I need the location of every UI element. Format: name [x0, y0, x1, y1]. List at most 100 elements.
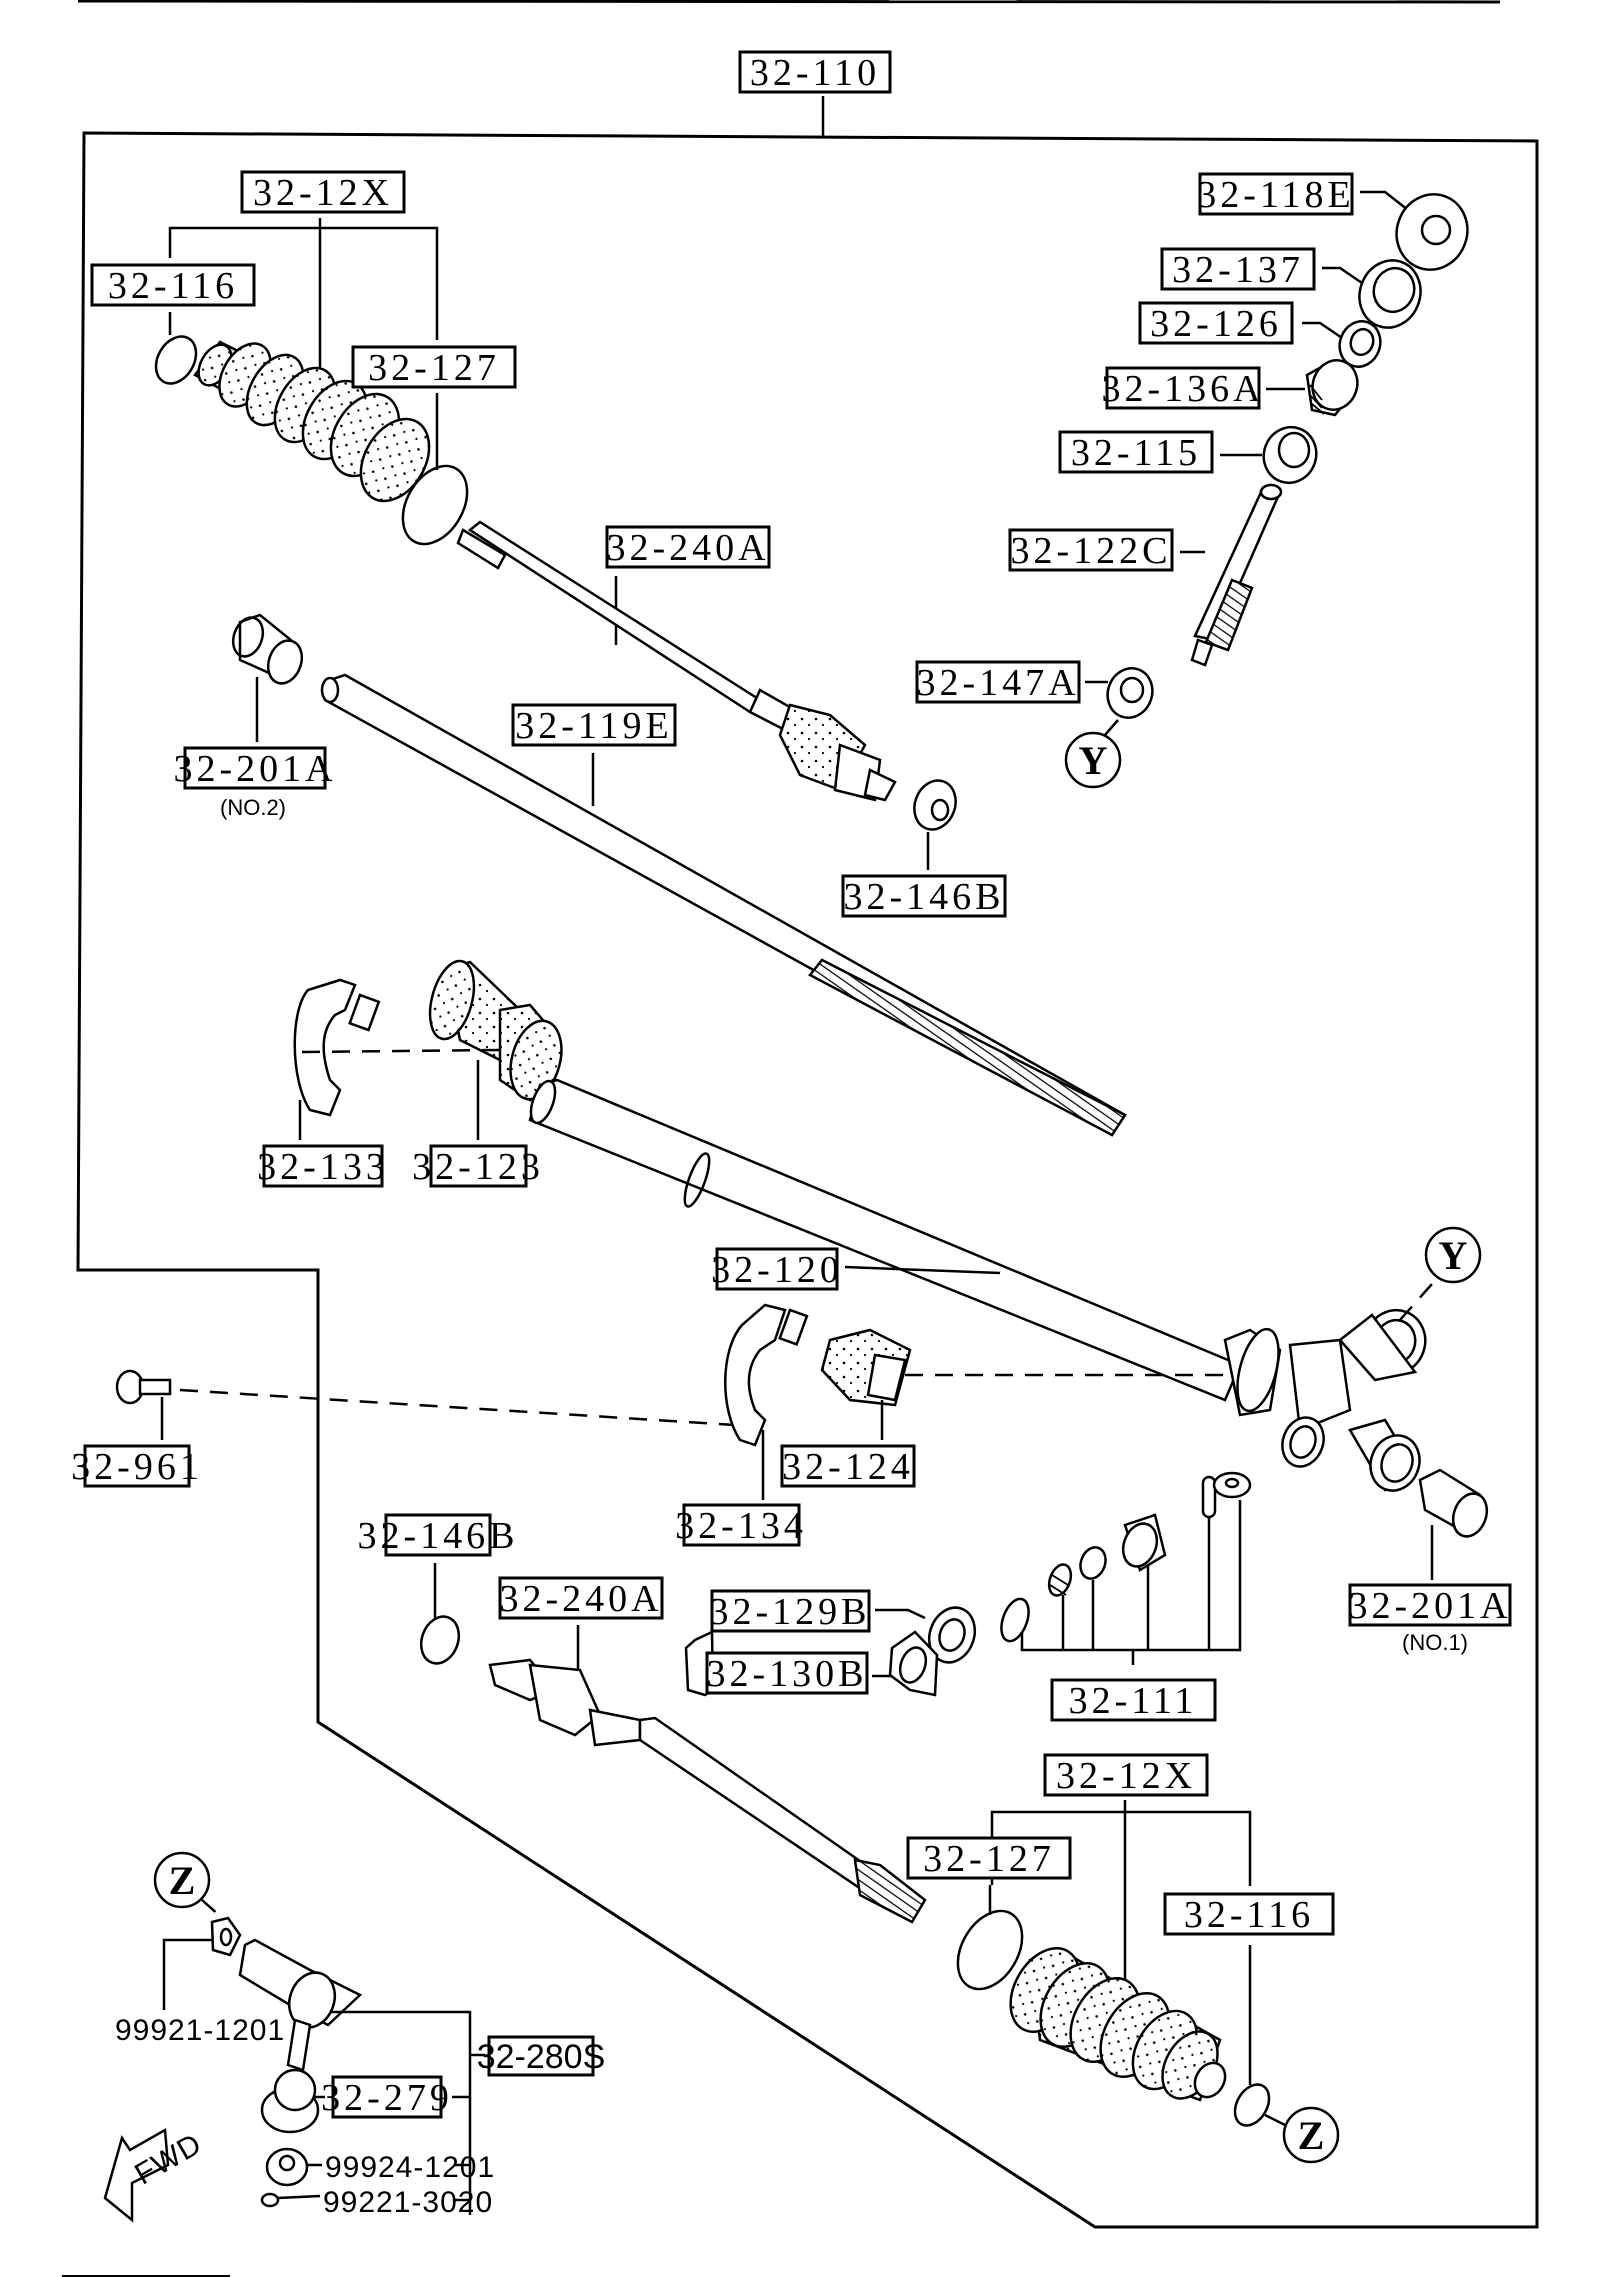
svg-text:32-127: 32-127 [923, 1838, 1055, 1880]
part-label-32-116-lower[interactable]: 32-116 [1163, 1892, 1335, 1936]
dust-seal-shape [1395, 193, 1469, 271]
part-label-32-119E[interactable]: 32-119E [511, 703, 677, 747]
part-label-32-126[interactable]: 32-126 [1138, 301, 1294, 345]
svg-text:32-115: 32-115 [1071, 432, 1201, 474]
part-label-32-280S[interactable]: 32-280S [477, 2035, 606, 2077]
part-label-32-147A[interactable]: 32-147A [915, 660, 1081, 704]
svg-text:32-146B: 32-146B [844, 876, 1005, 918]
dust-boot-shape [260, 2068, 320, 2134]
part-label-32-123[interactable]: 32-123 [412, 1144, 544, 1188]
part-label-32-240A-lower[interactable]: 32-240A [498, 1576, 664, 1620]
part-label-32-116-upper[interactable]: 32-116 [90, 263, 256, 307]
svg-text:32-110: 32-110 [750, 52, 880, 94]
tie-rod-end-shape [238, 1938, 363, 2072]
mount-bracket-left-shape [293, 978, 381, 1117]
alignment-line-bolt [179, 1388, 736, 1427]
svg-text:Y: Y [1079, 738, 1108, 783]
svg-text:32-123: 32-123 [412, 1146, 544, 1188]
pinion-shaft-shape [1190, 483, 1283, 667]
reference-marker-z-left: Z [153, 1851, 211, 1909]
part-label-32-137[interactable]: 32-137 [1160, 247, 1316, 291]
yoke-plug-shape [927, 1606, 977, 1664]
svg-text:32-961: 32-961 [71, 1446, 203, 1488]
bearing-115-shape [1262, 425, 1318, 485]
svg-text:Z: Z [1298, 2113, 1325, 2158]
svg-text:32-129B: 32-129B [710, 1591, 871, 1633]
svg-text:32-240A: 32-240A [499, 1578, 662, 1620]
castle-nut-shape [265, 2147, 309, 2187]
mount-rubber-left-shape [428, 959, 563, 1102]
svg-text:32-120: 32-120 [711, 1249, 843, 1291]
svg-text:32-118E: 32-118E [1197, 174, 1354, 216]
leader-32-118E [1360, 190, 1409, 211]
boot-lower-shape [1009, 1946, 1227, 2102]
part-label-32-118E[interactable]: 32-118E [1197, 172, 1354, 216]
boot-clamp-lower-shape [1233, 2083, 1271, 2127]
part-label-32-240A-upper[interactable]: 32-240A [605, 525, 771, 569]
bracket-32-12X-upper [168, 218, 439, 390]
part-label-32-127-lower[interactable]: 32-127 [906, 1836, 1072, 1880]
part-label-32-129B[interactable]: 32-129B [710, 1589, 871, 1633]
part-label-32-122C[interactable]: 32-122C [1008, 528, 1174, 572]
note-no2: (NO.2) [220, 795, 286, 820]
bracket-32-12X-lower [990, 1800, 1252, 1980]
part-label-32-111[interactable]: 32-111 [1050, 1678, 1217, 1722]
part-label-32-127-upper[interactable]: 32-127 [351, 345, 517, 389]
fwd-direction-arrow: FWD [103, 2127, 208, 2223]
svg-text:32-130B: 32-130B [707, 1653, 868, 1695]
part-label-32-120[interactable]: 32-120 [711, 1247, 843, 1291]
part-label-32-134[interactable]: 32-134 [675, 1503, 807, 1547]
part-label-32-130B[interactable]: 32-130B [705, 1651, 869, 1695]
svg-text:32-122C: 32-122C [1011, 530, 1172, 572]
part-label-32-961[interactable]: 32-961 [71, 1444, 203, 1488]
svg-text:32-240A: 32-240A [606, 527, 769, 569]
yoke-parts-shapes [1000, 1471, 1252, 1643]
part-label-99921-1201[interactable]: 99921-1201 [115, 2014, 285, 2047]
part-label-32-124[interactable]: 32-124 [780, 1444, 916, 1488]
page-top-rule [77, 0, 1501, 4]
adjust-plug-shape [1305, 359, 1359, 417]
svg-text:32-137: 32-137 [1172, 249, 1304, 291]
alignment-line-y [1399, 1274, 1441, 1321]
svg-text:Y: Y [1439, 1233, 1468, 1278]
leader-32-137 [1322, 266, 1366, 287]
bracket-32-111 [1020, 1500, 1242, 1665]
leader-z-right [1264, 2113, 1286, 2127]
part-label-32-146B-lower[interactable]: 32-146B [358, 1513, 519, 1557]
note-no1: (NO.1) [1402, 1630, 1468, 1655]
part-label-32-115[interactable]: 32-115 [1058, 430, 1214, 474]
svg-text:32-119E: 32-119E [515, 705, 672, 747]
svg-text:32-111: 32-111 [1069, 1680, 1198, 1722]
bushing-no2-shape [231, 613, 304, 685]
svg-text:32-201A: 32-201A [1348, 1585, 1511, 1627]
oil-seal-shape [1358, 259, 1422, 329]
mount-rubber-right-shape [820, 1328, 912, 1407]
leader-99921-1201 [162, 1938, 212, 2010]
reference-marker-z-right: Z [1282, 2106, 1340, 2164]
fwd-label: FWD [129, 2127, 207, 2191]
svg-text:32-116: 32-116 [108, 265, 238, 307]
part-label-32-133[interactable]: 32-133 [257, 1144, 389, 1188]
part-label-32-12X-upper[interactable]: 32-12X [240, 170, 406, 214]
part-label-99924-1201[interactable]: 99924-1201 [325, 2151, 495, 2184]
part-label-32-136A[interactable]: 32-136A [1101, 366, 1264, 410]
part-label-32-110[interactable]: 32-110 [738, 50, 892, 94]
cotter-pin-shape [260, 2192, 321, 2208]
part-label-32-12X-lower[interactable]: 32-12X [1043, 1753, 1209, 1797]
part-label-32-146B-upper[interactable]: 32-146B [841, 874, 1007, 918]
svg-text:32-146B: 32-146B [358, 1515, 519, 1557]
part-label-32-201A-no1[interactable]: 32-201A [1348, 1583, 1512, 1627]
part-label-32-279[interactable]: 32-279 [321, 2075, 453, 2119]
tie-rod-upper-shape [456, 520, 897, 802]
bushing-no1-shape [1418, 1468, 1489, 1538]
reference-marker-y-upper: Y [1064, 731, 1122, 789]
alignment-line-133-123 [301, 1048, 501, 1054]
boot-band-lower-shape [956, 1909, 1024, 1991]
boot-band-upper-shape [401, 464, 469, 546]
svg-text:32-126: 32-126 [1150, 303, 1282, 345]
part-label-32-201A-no2[interactable]: 32-201A [173, 746, 336, 790]
svg-text:32-201A: 32-201A [173, 748, 336, 790]
reference-marker-y-lower: Y [1424, 1226, 1482, 1284]
part-label-99221-3020[interactable]: 99221-3020 [323, 2186, 493, 2219]
